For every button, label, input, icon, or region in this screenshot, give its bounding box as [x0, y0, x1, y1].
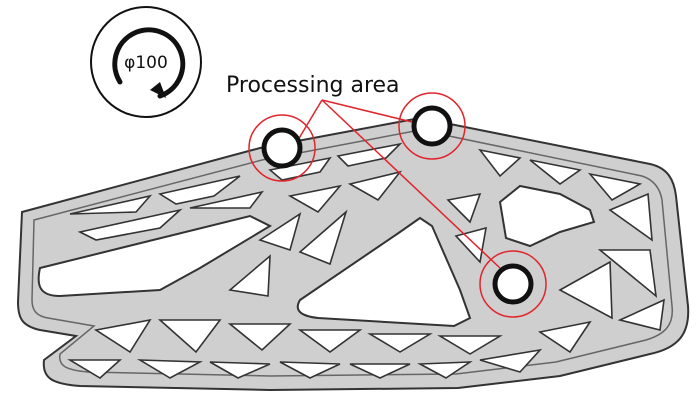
machined-plate [16, 116, 690, 392]
processing-hole-3 [479, 250, 547, 318]
tool-diameter-label: φ100 [124, 53, 168, 73]
rotation-symbol: φ100 [90, 6, 202, 118]
processing-hole-1 [248, 114, 316, 182]
hole-ring [261, 127, 303, 169]
callout-line-left [297, 99, 323, 141]
callout-line-middle [321, 99, 413, 123]
processing-marker-ring [248, 114, 316, 182]
callout-lines [297, 99, 501, 269]
hole-ring [411, 105, 453, 147]
cutout-left [37, 214, 273, 298]
rotation-arrowhead [150, 82, 166, 98]
processing-area-label: Processing area [226, 73, 400, 98]
processing-marker-ring [398, 92, 466, 160]
processing-hole-2 [398, 92, 466, 160]
processing-marker-ring [479, 250, 547, 318]
cutout-right [498, 184, 596, 248]
rotation-arrow-icon [112, 27, 186, 99]
cutout-center [296, 216, 472, 328]
lattice-cells [67, 142, 665, 379]
callout-line-right [321, 99, 501, 269]
hole-ring [492, 263, 534, 305]
